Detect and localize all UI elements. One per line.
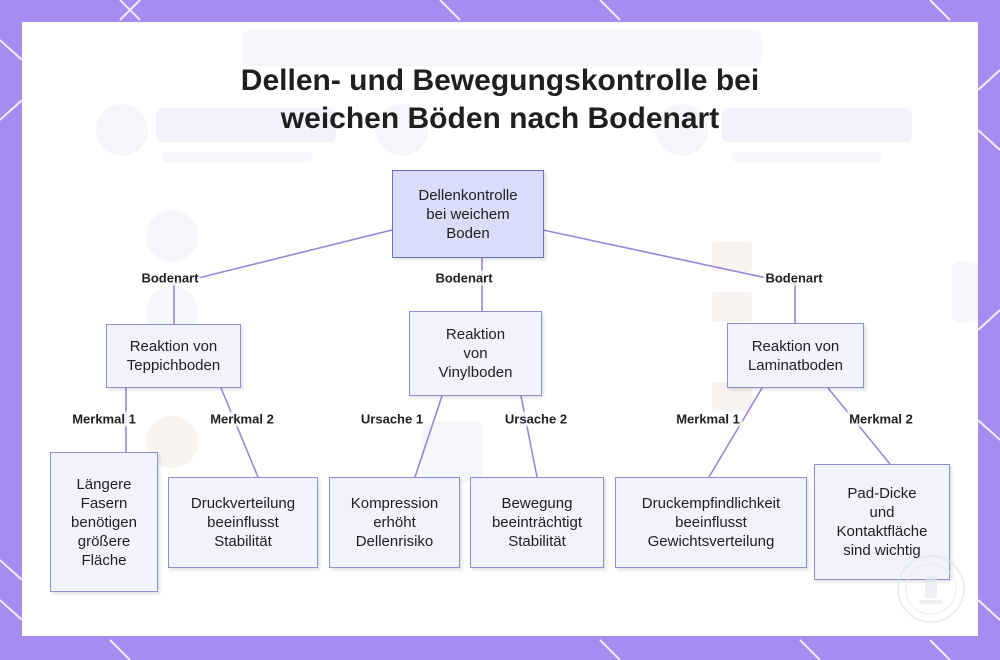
node-carpet-2: Druckverteilung beeinflusst Stabilität (168, 477, 318, 568)
edge-label-carpet-1: Merkmal 1 (70, 411, 138, 427)
node-laminate-2-line-2: und (869, 504, 895, 521)
node-laminate-1-line-3: Gewichtsverteilung (647, 533, 775, 550)
node-laminate-2-line-3: Kontaktfläche (836, 523, 928, 540)
diagram-title: Dellen- und Bewegungskontrolle bei weich… (22, 62, 978, 138)
node-root-line-1: Dellenkontrolle (418, 186, 518, 204)
edge-root-carpet (173, 229, 393, 324)
node-carpet-1-line-3: benötigen (71, 513, 137, 531)
node-laminate-1: Druckempfindlichkeit beeinflusst Gewicht… (615, 477, 807, 568)
node-laminate-1-line-1: Druckempfindlichkeit (641, 495, 781, 512)
edge-label-root-vinyl: Bodenart (433, 270, 495, 286)
node-laminate-2-line-1: Pad-Dicke (847, 485, 917, 502)
edge-vinyl-2 (520, 395, 538, 478)
node-root: Dellenkontrolle bei weichem Boden (392, 170, 544, 258)
node-vinyl-1: Kompression erhöht Dellenrisiko (329, 477, 460, 568)
edge-laminate-1 (708, 387, 763, 478)
node-vinyl-line-1: Reaktion (445, 326, 506, 343)
node-carpet-2-line-1: Druckverteilung (190, 495, 296, 512)
node-vinyl-2-line-2: beeinträchtigt (491, 514, 583, 531)
node-carpet-1-line-4: größere (77, 532, 131, 550)
node-laminate-2-line-4: sind wichtig (843, 542, 921, 559)
edge-label-vinyl-2: Ursache 2 (502, 411, 570, 427)
node-laminate-2: Pad-Dicke und Kontaktfläche sind wichtig (814, 464, 950, 580)
edge-label-root-laminate: Bodenart (763, 270, 825, 286)
edge-vinyl-1 (414, 395, 443, 478)
node-carpet-2-line-3: Stabilität (214, 533, 272, 550)
title-line-2: weichen Böden nach Bodenart (280, 102, 720, 135)
edge-label-laminate-2: Merkmal 2 (847, 411, 915, 427)
title-line-1: Dellen- und Bewegungskontrolle bei (240, 64, 760, 97)
node-vinyl-2-line-1: Bewegung (501, 495, 573, 512)
edge-root-laminate (542, 229, 796, 323)
node-vinyl-line-2: von (463, 345, 488, 362)
node-carpet-1-line-1: Längere (76, 475, 132, 493)
edge-label-laminate-1: Merkmal 1 (674, 411, 742, 427)
node-carpet-line-2: Teppichboden (126, 357, 221, 374)
node-carpet-1-line-2: Fasern (80, 494, 128, 512)
node-root-line-3: Boden (446, 224, 490, 242)
node-vinyl-2: Bewegung beeinträchtigt Stabilität (470, 477, 604, 568)
node-carpet-2-line-2: beeinflusst (207, 514, 279, 531)
background-ghost-layer (96, 30, 978, 482)
node-laminate-line-1: Reaktion von (751, 337, 840, 355)
node-vinyl-1-line-3: Dellenrisiko (355, 533, 434, 550)
node-vinyl-1-line-1: Kompression (350, 495, 439, 512)
edge-label-carpet-2: Merkmal 2 (208, 411, 276, 427)
watermark-stamp-icon (897, 555, 965, 623)
node-vinyl-2-line-3: Stabilität (508, 533, 566, 550)
edge-carpet-2 (220, 387, 259, 478)
node-laminate-line-2: Laminatboden (747, 356, 844, 374)
node-carpet-1-line-5: Fläche (81, 551, 127, 569)
diagram-card: Dellen- und Bewegungskontrolle bei weich… (22, 22, 978, 636)
node-carpet-line-1: Reaktion von (129, 338, 218, 355)
node-vinyl-1-line-2: erhöht (373, 514, 416, 531)
node-laminate: Reaktion von Laminatboden (727, 323, 864, 388)
node-carpet: Reaktion von Teppichboden (106, 324, 241, 388)
node-vinyl-line-3: Vinylboden (438, 364, 513, 381)
edge-label-root-carpet: Bodenart (139, 270, 201, 286)
edge-label-vinyl-1: Ursache 1 (358, 411, 426, 427)
node-laminate-1-line-2: beeinflusst (675, 514, 747, 531)
node-root-line-2: bei weichem (426, 205, 510, 223)
node-vinyl: Reaktion von Vinylboden (409, 311, 542, 396)
node-carpet-1: Längere Fasern benötigen größere Fläche (50, 452, 158, 592)
